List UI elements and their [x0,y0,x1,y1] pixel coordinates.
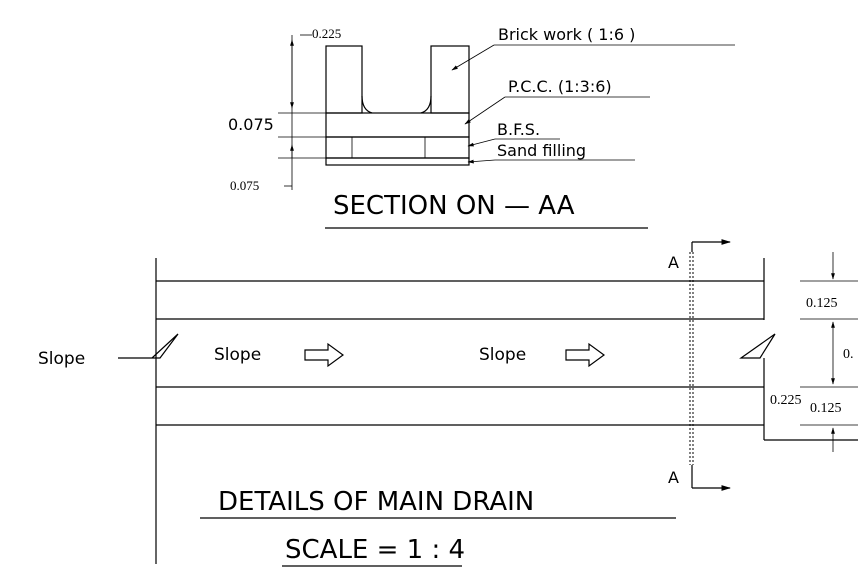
slope-arrow-1 [304,342,345,368]
slope-label-outside: Slope [38,349,85,369]
section-cut-line: A A [668,239,731,491]
section-mark-top: A [668,253,679,272]
plan-view: A A Slope Slope Slope 0.125 0. 0.225 0.1… [38,239,858,567]
dim-plan-bottom: 0.125 [810,401,842,416]
break-left [118,333,179,359]
scale-label: SCALE = 1 : 4 [285,535,465,565]
slope-label-2: Slope [479,345,526,365]
brick-walls [325,45,470,114]
section-mark-bottom: A [668,468,679,487]
bfs-layer [325,136,470,159]
label-bfs: B.F.S. [497,120,540,139]
section-leaders: Brick work ( 1:6 ) P.C.C. (1:3:6) B.F.S.… [451,25,735,164]
label-pcc: P.C.C. (1:3:6) [508,77,612,96]
section-view: 0.225 0.075 0.075 Brick work ( 1:6 ) P.C… [228,25,735,229]
dim-plan-top: 0.125 [806,296,838,311]
section-title: SECTION ON — AA [333,191,575,221]
slope-arrow-2 [565,342,606,368]
pcc-layer [325,112,470,138]
slope-label-1: Slope [214,345,261,365]
section-dimensions: 0.225 0.075 0.075 [228,26,341,193]
break-right [739,333,776,359]
dim-middle: 0.075 [228,115,274,134]
label-brick-work: Brick work ( 1:6 ) [498,25,635,44]
dim-top: 0.225 [312,26,341,41]
plan-dimensions: 0.125 0. 0.225 0.125 [764,252,858,452]
sand-layer [325,157,470,166]
plan-title: DETAILS OF MAIN DRAIN [218,487,534,517]
dim-bottom: 0.075 [230,178,259,193]
dim-plan-left: 0.225 [770,393,802,408]
dim-plan-middle: 0. [843,347,854,362]
label-sand-filling: Sand filling [497,141,586,160]
